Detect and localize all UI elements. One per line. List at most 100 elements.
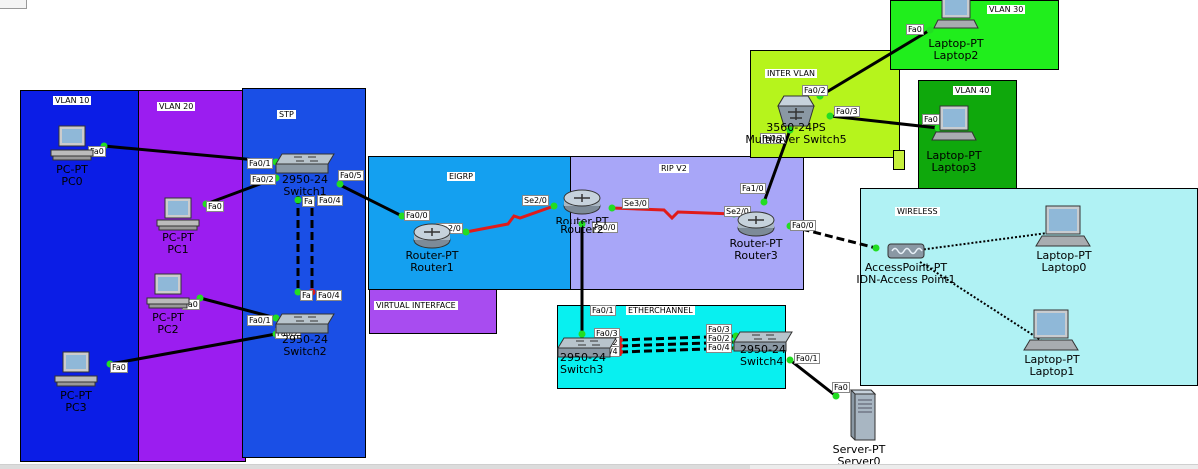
- port-label: Fa0/5: [338, 170, 364, 181]
- device-name-label: Laptop0: [1041, 261, 1087, 274]
- multilayer-switch-icon: [777, 95, 815, 127]
- pc-icon: [146, 273, 190, 309]
- device-type-label: PC-PT: [152, 311, 184, 324]
- wireless-link-laptop1: [919, 261, 1051, 347]
- device-router3[interactable]: Router-PT Router3: [722, 208, 790, 262]
- device-pc3[interactable]: PC-PT PC3: [46, 350, 106, 414]
- port-label: Fa0/2: [250, 174, 276, 185]
- port-label: Fa0/3: [834, 106, 860, 117]
- area-rip-label: RIP V2: [659, 164, 689, 173]
- device-router2[interactable]: Router-PT Router2: [548, 186, 616, 236]
- link-mls5-laptop2[interactable]: [819, 28, 931, 98]
- device-name-label: IDN-Access Point1: [856, 273, 956, 286]
- area-etherchannel-label: ETHERCHANNEL: [626, 306, 695, 315]
- port-label: Fa0: [832, 382, 850, 393]
- device-switch1[interactable]: 2950-24 Switch1: [270, 152, 340, 198]
- area-vlan30-label: VLAN 30: [987, 5, 1026, 14]
- device-name-label: Router1: [410, 261, 454, 274]
- device-laptop1[interactable]: Laptop-PT Laptop1: [1018, 308, 1086, 378]
- device-name-label: Laptop1: [1029, 365, 1075, 378]
- link-router2-router3-serial[interactable]: [611, 206, 735, 221]
- device-name-label: Router2: [560, 223, 604, 236]
- port-label: Fa0/0: [592, 222, 618, 233]
- port-label: Fa0/1: [794, 353, 820, 364]
- port-label: Fa0/4: [706, 342, 732, 353]
- device-pc0[interactable]: PC-PT PC0: [42, 124, 102, 188]
- area-vlan30[interactable]: VLAN 30: [890, 0, 1059, 70]
- area-wireless-label: WIRELESS: [895, 207, 940, 216]
- laptop-icon: [933, 0, 979, 29]
- device-name-label: PC1: [167, 243, 189, 256]
- port-label: Fa0: [906, 24, 924, 35]
- device-laptop3[interactable]: Laptop-PT Laptop3: [920, 104, 988, 174]
- device-name-label: PC2: [157, 323, 179, 336]
- switch-icon: [275, 313, 335, 334]
- device-name-label: Switch1: [283, 185, 327, 198]
- port-label: Fa0: [206, 201, 224, 212]
- port-label: Fa: [300, 290, 313, 301]
- link-switch4-server0[interactable]: [789, 358, 837, 398]
- horizontal-scrollbar[interactable]: [0, 464, 1198, 469]
- device-server0[interactable]: Server-PT Server0: [824, 388, 894, 468]
- device-pc1[interactable]: PC-PT PC1: [148, 196, 208, 256]
- device-type-label: 2950-24: [282, 333, 328, 346]
- device-switch3[interactable]: 2950-24 Switch3: [556, 336, 620, 376]
- device-switch2[interactable]: 2950-24 Switch2: [270, 312, 340, 358]
- device-type-label: Laptop-PT: [1036, 249, 1092, 262]
- device-name-label: Switch3: [560, 363, 604, 376]
- scrollbar-thumb[interactable]: [0, 465, 750, 469]
- port-label: Fa0/1: [590, 305, 616, 316]
- device-type-label: PC-PT: [162, 231, 194, 244]
- device-type-label: 2950-24: [740, 343, 786, 356]
- port-label: Se3/0: [622, 198, 649, 209]
- port-label: Fa0/4: [317, 195, 343, 206]
- link-mls5-laptop3[interactable]: [829, 114, 939, 130]
- area-vlan10-label: VLAN 10: [53, 96, 92, 105]
- device-type-label: Router-PT: [729, 237, 783, 250]
- pc-icon: [54, 351, 98, 387]
- port-label: Fa0: [110, 362, 128, 373]
- link-switch1-router1[interactable]: [337, 182, 403, 218]
- server-icon: [849, 389, 877, 441]
- note-marker[interactable]: [893, 150, 905, 170]
- device-switch4[interactable]: 2950-24 Switch4: [732, 330, 798, 368]
- area-vlan20-label: VLAN 20: [157, 102, 196, 111]
- device-type-label: Router-PT: [555, 216, 609, 224]
- area-eigrp-label: EIGRP: [447, 172, 475, 181]
- area-eigrp[interactable]: EIGRP: [368, 156, 576, 290]
- device-access-point1[interactable]: AccessPoint-PT IDN-Access Point1: [846, 240, 966, 286]
- device-laptop2[interactable]: Laptop-PT Laptop2: [922, 0, 990, 62]
- area-stp-label: STP: [277, 110, 296, 119]
- link-pc3-switch2[interactable]: [109, 332, 277, 366]
- device-type-label: Server-PT: [832, 443, 886, 456]
- switch-icon: [733, 331, 793, 352]
- device-name-label: Router3: [734, 249, 778, 262]
- device-laptop0[interactable]: Laptop-PT Laptop0: [1030, 204, 1098, 274]
- switch-icon: [557, 337, 617, 358]
- area-inter-vlan-label: INTER VLAN: [765, 69, 817, 78]
- area-stp[interactable]: STP: [242, 88, 366, 458]
- port-label: Fa0/2: [802, 85, 828, 96]
- device-name-label: Laptop3: [931, 161, 977, 174]
- laptop-icon: [1023, 309, 1079, 351]
- area-wireless[interactable]: WIRELESS: [860, 188, 1198, 386]
- device-router1[interactable]: Router-PT Router1: [398, 220, 466, 274]
- access-point-icon: [887, 243, 925, 259]
- port-label: Fa0/4: [316, 290, 342, 301]
- device-name-label: Multilayer Switch5: [745, 133, 847, 146]
- link-pc2-switch2[interactable]: [199, 296, 277, 320]
- port-label: Se2/0: [522, 195, 549, 206]
- port-label: Fa0/1: [247, 315, 273, 326]
- link-router3-mls5[interactable]: [762, 129, 792, 203]
- area-virtual-label: VIRTUAL INTERFACE: [374, 301, 458, 310]
- device-multilayer-switch5[interactable]: 3560-24PS Multilayer Switch5: [740, 92, 852, 146]
- device-name-label: Switch2: [283, 345, 327, 358]
- device-pc2[interactable]: PC-PT PC2: [138, 272, 198, 336]
- link-router1-router2-serial[interactable]: [465, 204, 555, 234]
- device-type-label: Router-PT: [405, 249, 459, 262]
- device-name-label: Switch4: [740, 355, 784, 368]
- port-label: Fa0/0: [404, 210, 430, 221]
- area-vlan40-label: VLAN 40: [953, 86, 992, 95]
- top-left-artifact: [0, 0, 27, 9]
